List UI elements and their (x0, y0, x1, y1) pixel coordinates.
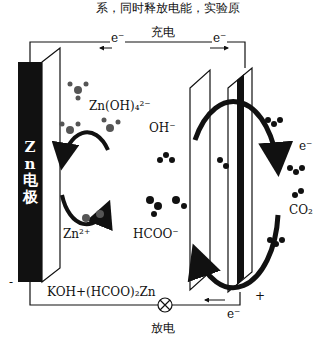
ion-label: 放电 (150, 322, 176, 336)
bottom-wire (30, 282, 158, 305)
electrode-bar: Zn电极 (18, 62, 42, 282)
electrode-label: Zn电极 (23, 139, 38, 205)
electron-arrow (210, 48, 228, 49)
ion-label: HCOO⁻ (132, 228, 180, 242)
cycle-arrow (62, 132, 108, 165)
ion-label: e⁻ (212, 32, 227, 46)
ion-label: 系，同时释放电能，实验原 (95, 2, 241, 16)
ion-label: OH⁻ (148, 122, 177, 136)
ion-label: Zn(OH)₄²⁻ (88, 100, 152, 114)
ion-label: KOH+(HCOO)₂Zn (46, 286, 157, 300)
ion-label: e⁻ (298, 140, 313, 154)
top-wire (30, 42, 245, 68)
ion-label: CO₂ (288, 204, 314, 218)
electron-arrow (100, 48, 112, 49)
ion-label: Zn²⁺ (62, 228, 91, 242)
cycle-arrow (62, 195, 108, 224)
ion-label: e⁻ (110, 32, 125, 46)
ion-label: 充电 (150, 26, 176, 40)
cycle-arrow (195, 102, 278, 170)
cycle-arrow (195, 215, 278, 288)
ion-label: + (254, 290, 266, 304)
electron-arrow (205, 300, 225, 301)
electrode-plate (42, 48, 60, 282)
bottom-wire (172, 292, 240, 305)
ion-label: e⁻ (226, 308, 241, 322)
ion-label: - (8, 276, 14, 290)
lamp-symbol (158, 298, 172, 312)
